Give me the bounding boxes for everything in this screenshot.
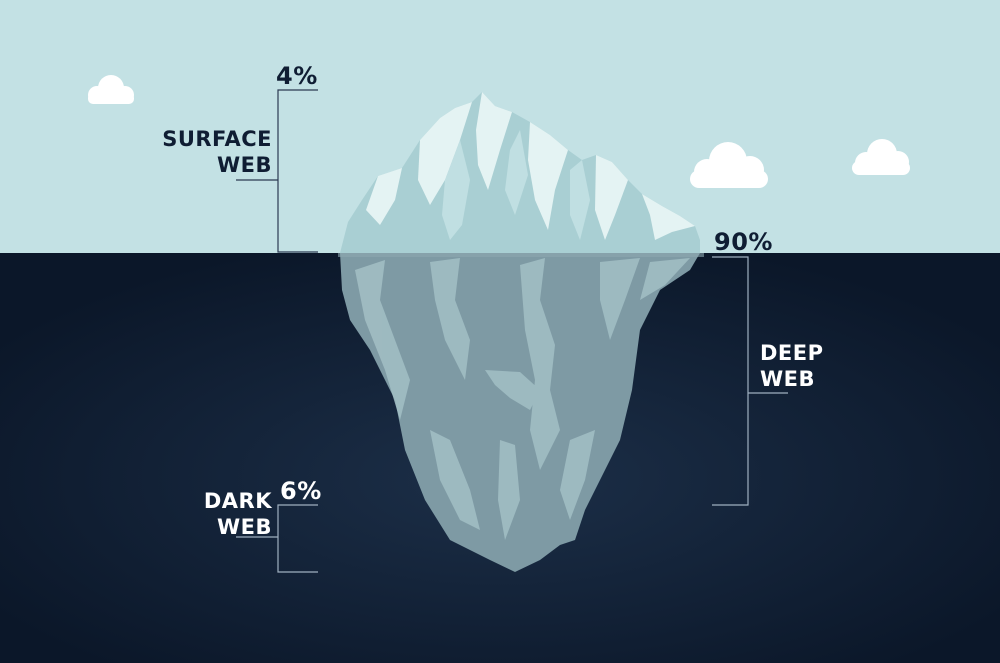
surface-web-label-line2: WEB xyxy=(216,153,272,177)
deep-web-label-line1: DEEP xyxy=(760,341,824,365)
deep-web-label-line2: WEB xyxy=(760,367,816,391)
dark-web-bracket xyxy=(236,504,318,573)
dark-web-percent: 6% xyxy=(280,477,322,505)
deep-web-percent: 90% xyxy=(714,228,773,256)
surface-web-label-line1: SURFACE xyxy=(162,127,272,151)
cloud-icon xyxy=(88,75,134,104)
iceberg-icon xyxy=(338,92,704,572)
surface-web-percent: 4% xyxy=(276,62,318,90)
surface-web-bracket xyxy=(236,89,318,253)
surface-web-label: SURFACE WEB xyxy=(160,126,272,178)
deep-web-bracket xyxy=(712,256,788,506)
deep-web-label: DEEP WEB xyxy=(760,340,824,392)
dark-web-label-line2: WEB xyxy=(216,515,272,539)
cloud-icon xyxy=(690,142,768,188)
cloud-icon xyxy=(852,139,910,175)
dark-web-label-line1: DARK xyxy=(203,489,272,513)
dark-web-label: DARK WEB xyxy=(200,488,272,540)
